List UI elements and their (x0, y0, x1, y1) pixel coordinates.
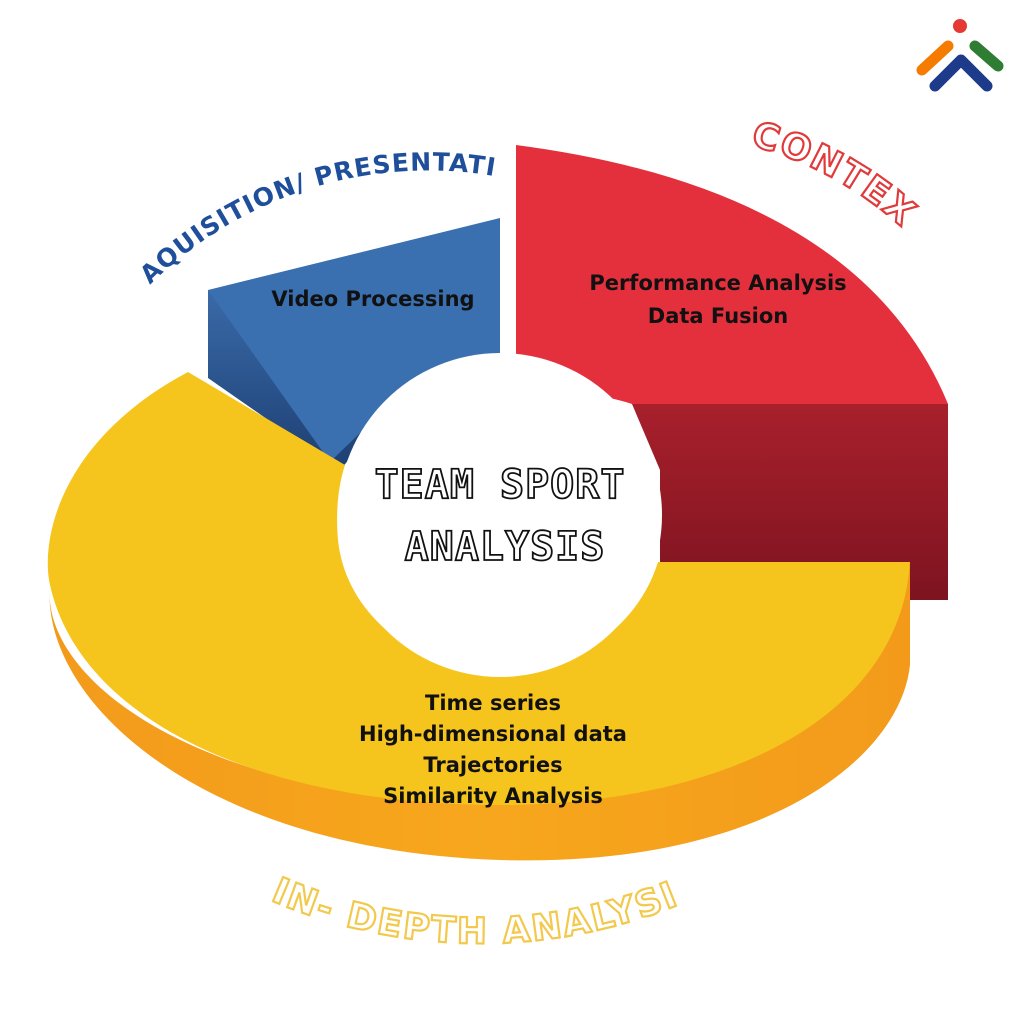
in-depth-segment-side (49, 562, 911, 861)
center-circle (338, 353, 662, 677)
center-title-line2: ANALYSIS (405, 524, 606, 570)
logo-orange-stroke-icon (916, 40, 954, 76)
segment-in-depth (47, 372, 911, 861)
acquisition-segment-top (208, 218, 500, 462)
in-depth-item: High-dimensional data (359, 722, 627, 746)
context-segment-top (516, 145, 948, 404)
acquisition-item: Video Processing (271, 287, 474, 311)
context-segment-side (632, 404, 948, 600)
logo-blue-chevron-icon (929, 54, 993, 92)
context-label: CONTEXT (0, 0, 924, 235)
segment-context (516, 145, 948, 600)
chevron-people-logo-icon (916, 19, 1004, 92)
center-title-line1: TEAM SPORT (375, 462, 626, 508)
logo-dot-icon (953, 19, 967, 33)
context-item: Performance Analysis (589, 271, 846, 295)
in-depth-segment-top (47, 372, 910, 805)
in-depth-item: Trajectories (423, 753, 562, 777)
logo-green-stroke-icon (969, 40, 1004, 72)
in-depth-item: Time series (425, 691, 561, 715)
context-item: Data Fusion (648, 304, 788, 328)
segment-acquisition (208, 218, 500, 470)
in-depth-item: Similarity Analysis (383, 784, 603, 808)
